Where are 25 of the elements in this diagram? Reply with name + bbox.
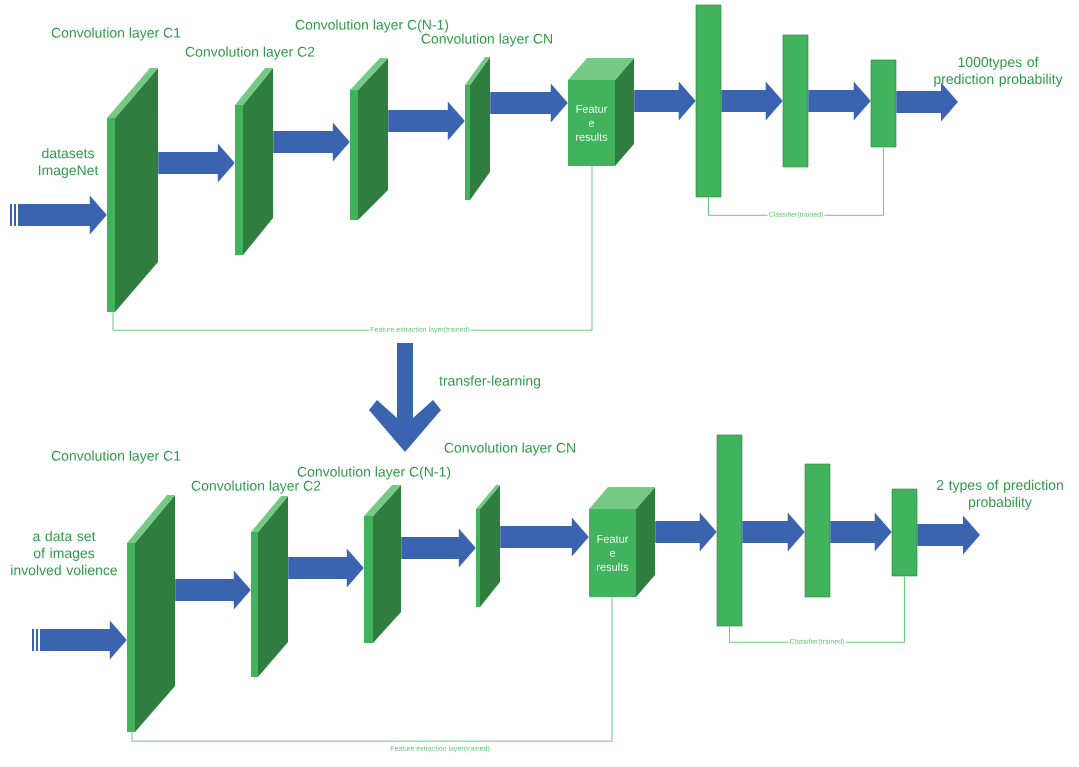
node-label: Convolution layer C(N-1): [297, 466, 451, 480]
node-label: Convolution layer C1: [51, 450, 181, 464]
bracket-line: [131, 596, 613, 742]
text-label: datasets ImageNet: [38, 147, 99, 178]
node-label: Convolution layer C2: [185, 46, 315, 60]
classifier-bar: [804, 463, 831, 598]
feature-cube: Featur e results: [568, 58, 634, 166]
text-label: transfer-learning: [439, 375, 541, 389]
convolution-layer: Convolution layer CN: [421, 33, 552, 200]
classifier-bar: [891, 488, 918, 577]
classifier-bar: [782, 34, 809, 168]
text-label: a data set of images involved volience: [11, 530, 118, 576]
classifier-bar: [870, 59, 897, 148]
classifier-bar: [716, 434, 743, 627]
output-label: 1000types of prediction probability: [934, 56, 1063, 87]
node-label: Convolution layer CN: [421, 33, 552, 47]
node-label: Convolution layer C1: [51, 27, 181, 41]
node-label: Convolution layer C(N-1): [295, 19, 449, 33]
node-label: Convolution layer CN: [444, 442, 575, 456]
convolution-layer: Convolution layer C2: [191, 480, 321, 677]
feature-cube: Featur e results: [589, 487, 655, 597]
convolution-layer: Convolution layer C2: [185, 46, 315, 255]
output-label: 2 types of prediction probability: [936, 479, 1063, 510]
classifier-bar: [695, 4, 722, 198]
node-label: Convolution layer C2: [191, 480, 321, 494]
